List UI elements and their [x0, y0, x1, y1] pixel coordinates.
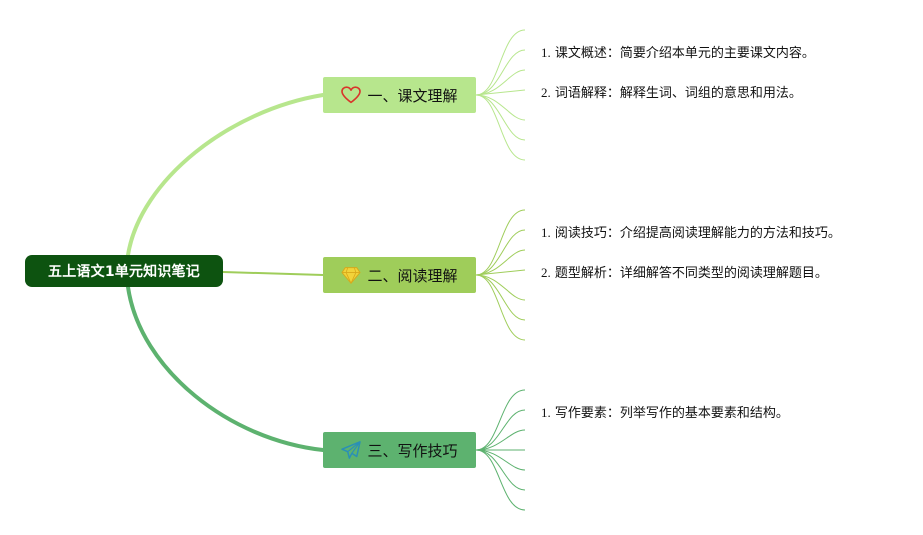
leaf-title: 阅读技巧: [554, 226, 607, 241]
leaf-number: 2.: [541, 265, 551, 280]
branch-node-1[interactable]: 一、课文理解: [323, 77, 476, 113]
leaf-description: 简要介绍本单元的主要课文内容。: [619, 46, 815, 61]
leaf-title: 课文概述: [554, 46, 607, 61]
leaf-description: 详细解答不同类型的阅读理解题目。: [619, 266, 828, 281]
leaf-1-2[interactable]: 2. 词语解释：解释生词、词组的意思和用法。: [541, 82, 802, 101]
leaf-2-1[interactable]: 1. 阅读技巧：介绍提高阅读理解能力的方法和技巧。: [541, 222, 841, 241]
root-label: 五上语文1单元知识笔记: [48, 264, 200, 280]
connector-root-branch1: [126, 93, 325, 257]
leaf-1-1[interactable]: 1. 课文概述：简要介绍本单元的主要课文内容。: [541, 42, 815, 61]
fan-branch1: [475, 29, 526, 161]
branch-label-1: 一、课文理解: [367, 86, 458, 105]
root-node[interactable]: 五上语文1单元知识笔记: [25, 255, 223, 287]
leaf-description: 列举写作的基本要素和结构。: [619, 406, 789, 421]
fan-branch3: [475, 389, 526, 511]
leaf-description: 介绍提高阅读理解能力的方法和技巧。: [619, 226, 841, 241]
leaf-number: 1.: [541, 225, 551, 240]
connector-root-branch3: [126, 285, 325, 452]
leaf-3-1[interactable]: 1. 写作要素：列举写作的基本要素和结构。: [541, 402, 789, 421]
connector-root-branch2: [222, 271, 324, 276]
leaf-separator: ：: [606, 226, 620, 241]
leaf-number: 1.: [541, 405, 551, 420]
branch-label-2: 二、阅读理解: [367, 266, 458, 285]
leaf-2-2[interactable]: 2. 题型解析：详细解答不同类型的阅读理解题目。: [541, 262, 828, 281]
leaf-number: 1.: [541, 45, 551, 60]
leaf-separator: ：: [606, 266, 620, 281]
branch-node-3[interactable]: 三、写作技巧: [323, 432, 476, 468]
leaf-separator: ：: [606, 406, 620, 421]
leaf-description: 解释生词、词组的意思和用法。: [619, 86, 802, 101]
leaf-separator: ：: [606, 46, 620, 61]
leaf-separator: ：: [606, 86, 620, 101]
leaf-title: 词语解释: [554, 86, 607, 101]
leaf-title: 写作要素: [554, 406, 607, 421]
heart-icon: [341, 85, 362, 105]
paper-plane-icon: [341, 440, 362, 460]
leaf-number: 2.: [541, 85, 551, 100]
branch-label-3: 三、写作技巧: [367, 441, 458, 460]
fan-branch2: [475, 209, 526, 341]
diamond-icon: [341, 265, 361, 285]
branch-node-2[interactable]: 二、阅读理解: [323, 257, 476, 293]
leaf-title: 题型解析: [554, 266, 607, 281]
